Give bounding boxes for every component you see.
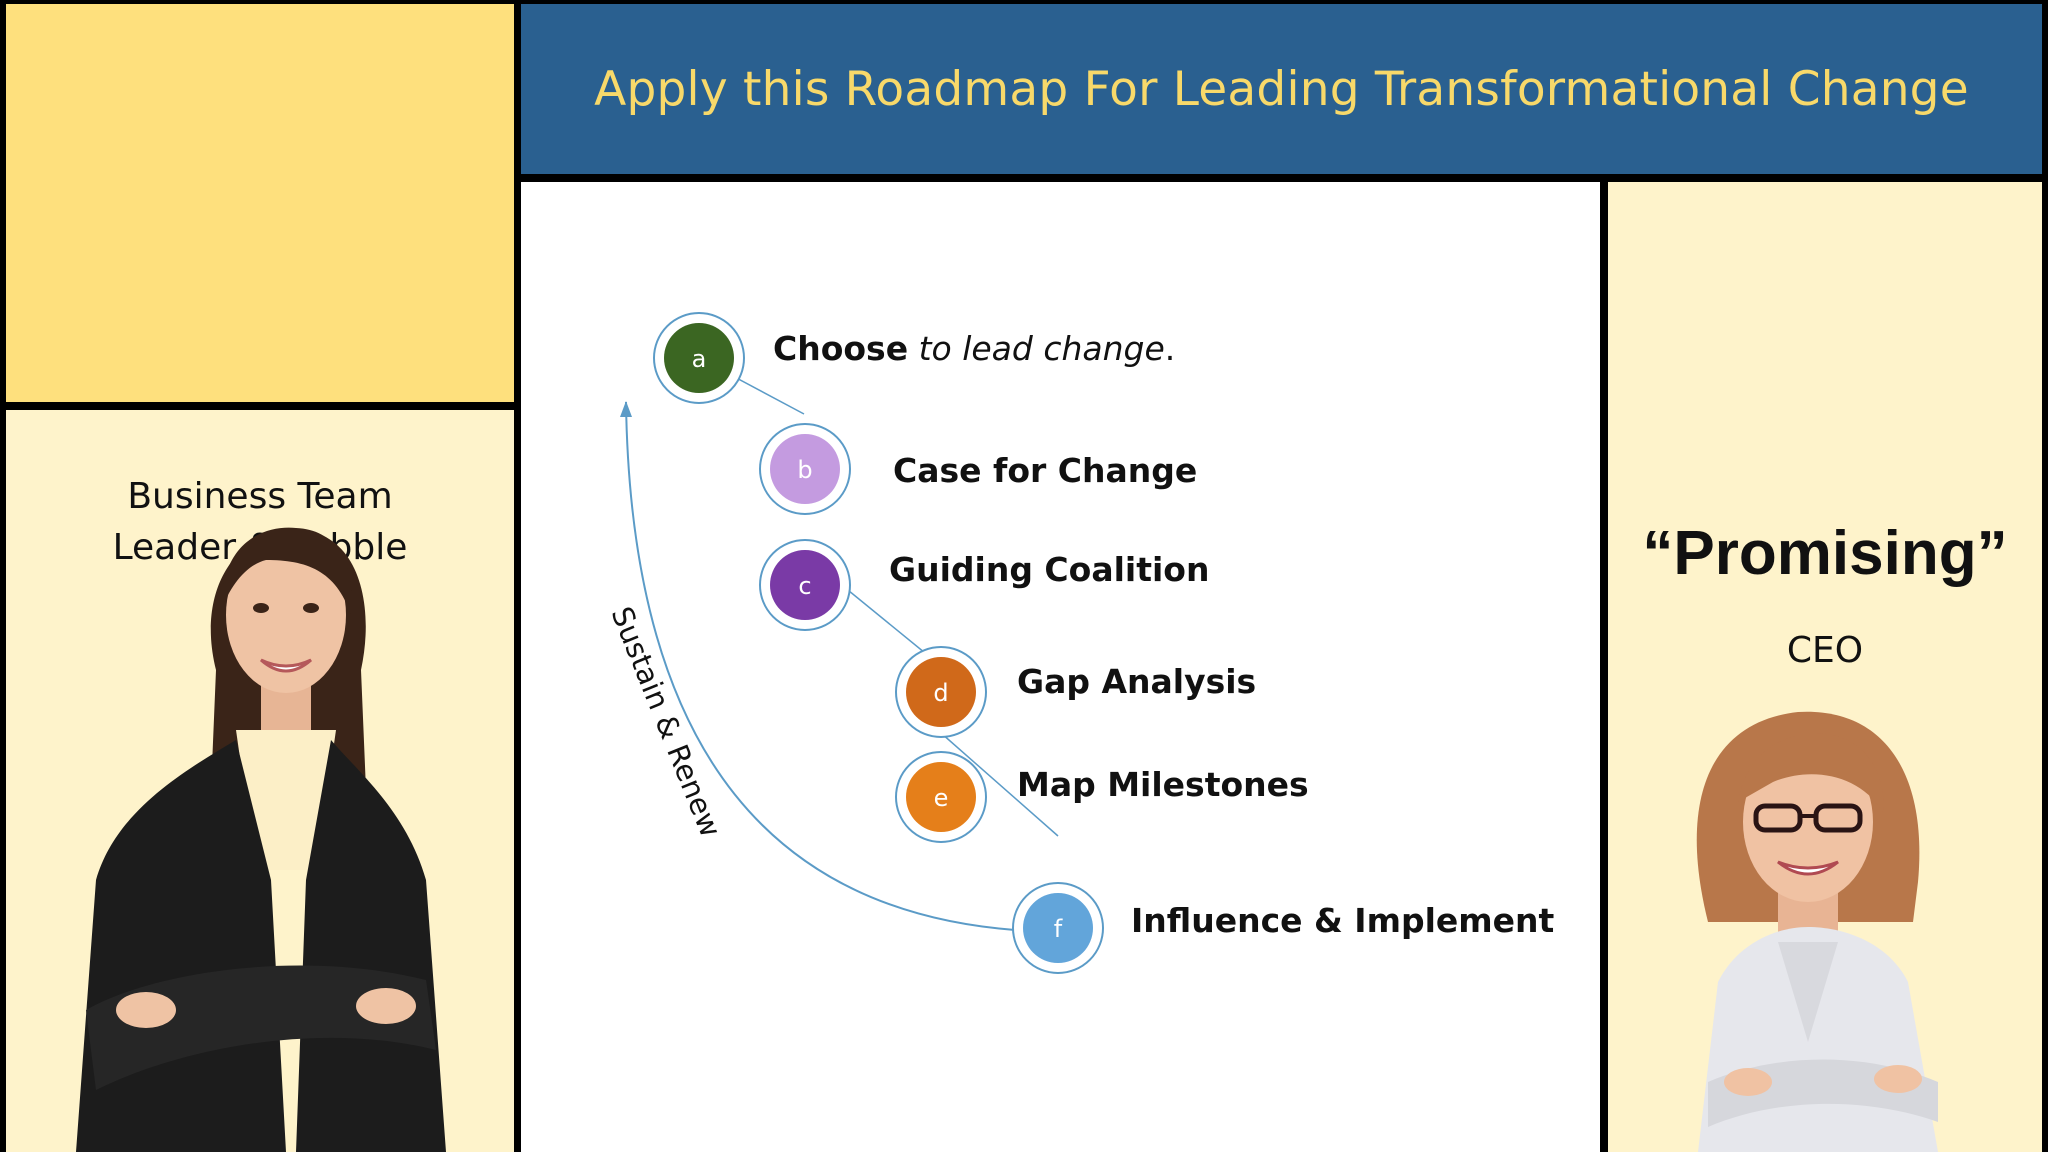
step-d-label: Gap Analysis [1017, 662, 1256, 701]
step-letter: a [692, 345, 707, 373]
sustain-curve [625, 401, 1016, 931]
step-b: b [759, 423, 851, 515]
sustain-arrowhead [620, 401, 632, 417]
right-panel: “Promising” CEO [1608, 182, 2042, 1152]
left-panel: Business Team Leader & Pebble [6, 410, 514, 1152]
step-letter: e [934, 784, 949, 812]
step-letter: f [1054, 915, 1063, 943]
step-e: e [895, 751, 987, 843]
businesswoman-photo [76, 527, 446, 1152]
step-a-label-bold: Choose [773, 329, 908, 368]
step-b-label: Case for Change [893, 451, 1197, 490]
step-a-label: Choose to lead change. [773, 329, 1175, 368]
step-d: d [895, 646, 987, 738]
step-letter: d [933, 679, 948, 707]
step-c: c [759, 539, 851, 631]
step-a-label-end: . [1165, 329, 1176, 368]
step-letter: c [798, 572, 811, 600]
step-f-label: Influence & Implement [1131, 901, 1555, 940]
step-e-label: Map Milestones [1017, 765, 1309, 804]
step-c-label: Guiding Coalition [889, 550, 1209, 589]
left-caption-line1: Business Team [127, 476, 393, 517]
step-letter: b [797, 456, 812, 484]
connector-e-f [940, 732, 1059, 837]
roadmap-panel: Sustain & Renew a b c d e [521, 182, 1600, 1152]
step-a: a [653, 312, 745, 404]
header-bar: Apply this Roadmap For Leading Transform… [521, 4, 2042, 174]
quote-title: “Promising” [1642, 519, 2008, 588]
role-label: CEO [1786, 630, 1864, 671]
top-left-panel [6, 4, 514, 402]
roadmap-diagram: Sustain & Renew a b c d e [605, 312, 1555, 974]
sustain-label: Sustain & Renew [605, 602, 728, 842]
ceo-photo [1696, 711, 1938, 1152]
page-title: Apply this Roadmap For Leading Transform… [594, 61, 1969, 117]
step-a-label-italic: to lead change [919, 329, 1165, 368]
step-f: f [1012, 882, 1104, 974]
